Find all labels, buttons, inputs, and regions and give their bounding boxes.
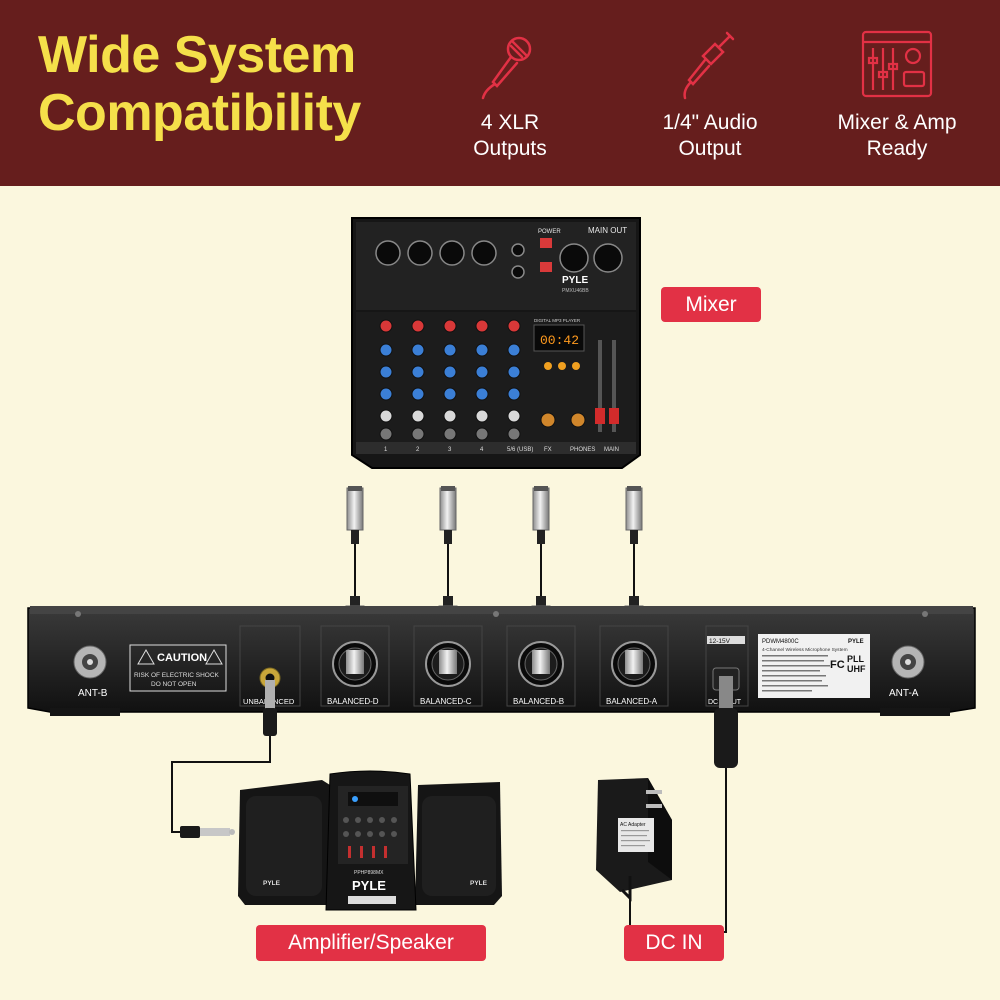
- receiver-model: PDWM4800C: [762, 639, 799, 645]
- feature-mixer-line-1: Mixer & Amp: [837, 111, 957, 134]
- speaker-right-brand: PYLE: [470, 880, 488, 887]
- mixer-channel-label: 5/6 (USB): [507, 447, 533, 453]
- balanced-port-label: BALANCED-B: [513, 697, 564, 706]
- pll-mark: PLL: [847, 654, 865, 664]
- audio-jack-icon: [683, 31, 735, 100]
- voltage-label: 12-15V: [709, 638, 731, 645]
- adapter-label: AC Adapter: [620, 822, 646, 828]
- mixer-power-label: POWER: [538, 229, 561, 235]
- xlr-cables: [345, 486, 644, 661]
- receiver-device: ANT-B ANT-A CAUTION RISK OF ELECTRIC SHO…: [27, 606, 976, 716]
- mixer-player-label: DIGITAL MP3 PLAYER: [534, 318, 581, 323]
- ac-adapter: AC Adapter: [596, 778, 672, 902]
- microphone-icon: [481, 36, 532, 100]
- dc-in-label: DC IN: [645, 931, 703, 954]
- feature-xlr-outputs: 4 XLR Outputs: [455, 30, 565, 162]
- antenna-b-label: ANT-B: [78, 688, 108, 699]
- mixer-model: PMXU46BB: [562, 288, 589, 294]
- warning-line-1: RISK OF ELECTRIC SHOCK: [134, 672, 220, 679]
- feature-xlr-line-1: 4 XLR: [480, 111, 540, 134]
- mixer-channel-label: MAIN: [604, 447, 619, 453]
- balanced-port-label: BALANCED-C: [420, 697, 472, 706]
- feature-audio-line-2: Output: [678, 137, 742, 160]
- balanced-output-port: BALANCED-D: [320, 625, 390, 707]
- balanced-port-label: BALANCED-A: [606, 697, 658, 706]
- mixer-label: Mixer: [685, 292, 737, 316]
- speaker-center-brand: PYLE: [352, 878, 386, 893]
- balanced-output-port: BALANCED-B: [506, 625, 576, 707]
- mixer-brand: PYLE: [562, 275, 588, 286]
- antenna-a-label: ANT-A: [889, 688, 919, 699]
- mixer-icon: [861, 30, 933, 98]
- caution-label: CAUTION: [157, 652, 207, 664]
- mixer-channel-label: 3: [448, 447, 452, 453]
- feature-mixer-amp: Mixer & Amp Ready: [822, 30, 972, 162]
- uhf-mark: UHF: [847, 664, 866, 674]
- antenna-a-connector: [891, 645, 925, 679]
- warning-icon: [137, 648, 155, 665]
- headline: Wide System Compatibility: [38, 26, 361, 142]
- quarter-inch-cable: [171, 680, 277, 838]
- feature-xlr-line-2: Outputs: [473, 137, 547, 160]
- mixer-label-pill: Mixer: [661, 287, 761, 322]
- product-scene: MAIN OUT POWER PYLE PMXU46BB 00:42 DIGIT…: [27, 217, 976, 933]
- headline-line-2: Compatibility: [38, 84, 361, 142]
- feature-audio-line-1: 1/4" Audio: [662, 111, 758, 134]
- balanced-port-label: BALANCED-D: [327, 697, 379, 706]
- speaker-model: PPHP898MX: [354, 870, 384, 876]
- amplifier-label: Amplifier/Speaker: [288, 931, 454, 954]
- mixer-device: MAIN OUT POWER PYLE PMXU46BB 00:42 DIGIT…: [351, 217, 641, 469]
- balanced-output-port: BALANCED-A: [599, 625, 669, 707]
- receiver-brand: PYLE: [848, 639, 864, 645]
- mixer-display: 00:42: [540, 333, 579, 348]
- mixer-main-out-label: MAIN OUT: [588, 226, 627, 235]
- speaker-system: PYLE PYLE PPHP898MX PYLE: [238, 770, 502, 911]
- lightning-warning-icon: [205, 648, 223, 665]
- mixer-channel-label: 2: [416, 447, 420, 453]
- speaker-left-brand: PYLE: [263, 880, 281, 887]
- feature-audio-output: 1/4" Audio Output: [640, 30, 780, 162]
- mixer-channel-label: 4: [480, 447, 484, 453]
- fc-mark: FC: [830, 659, 845, 671]
- header-banner: Wide System Compatibility 4 XLR Outputs: [0, 0, 1000, 186]
- mixer-channel-label: PHONES: [570, 447, 595, 453]
- dc-in-label-pill: DC IN: [624, 925, 724, 961]
- balanced-output-port: BALANCED-C: [413, 625, 483, 707]
- antenna-b-connector: [73, 645, 107, 679]
- amplifier-label-pill: Amplifier/Speaker: [256, 925, 486, 961]
- feature-mixer-line-2: Ready: [866, 137, 928, 160]
- mixer-channel-label: 1: [384, 447, 388, 453]
- mixer-channel-label: FX: [544, 447, 552, 453]
- warning-line-2: DO NOT OPEN: [151, 681, 197, 688]
- headline-line-1: Wide System: [38, 26, 356, 84]
- receiver-description: 4-Channel Wireless Microphone System: [762, 647, 848, 653]
